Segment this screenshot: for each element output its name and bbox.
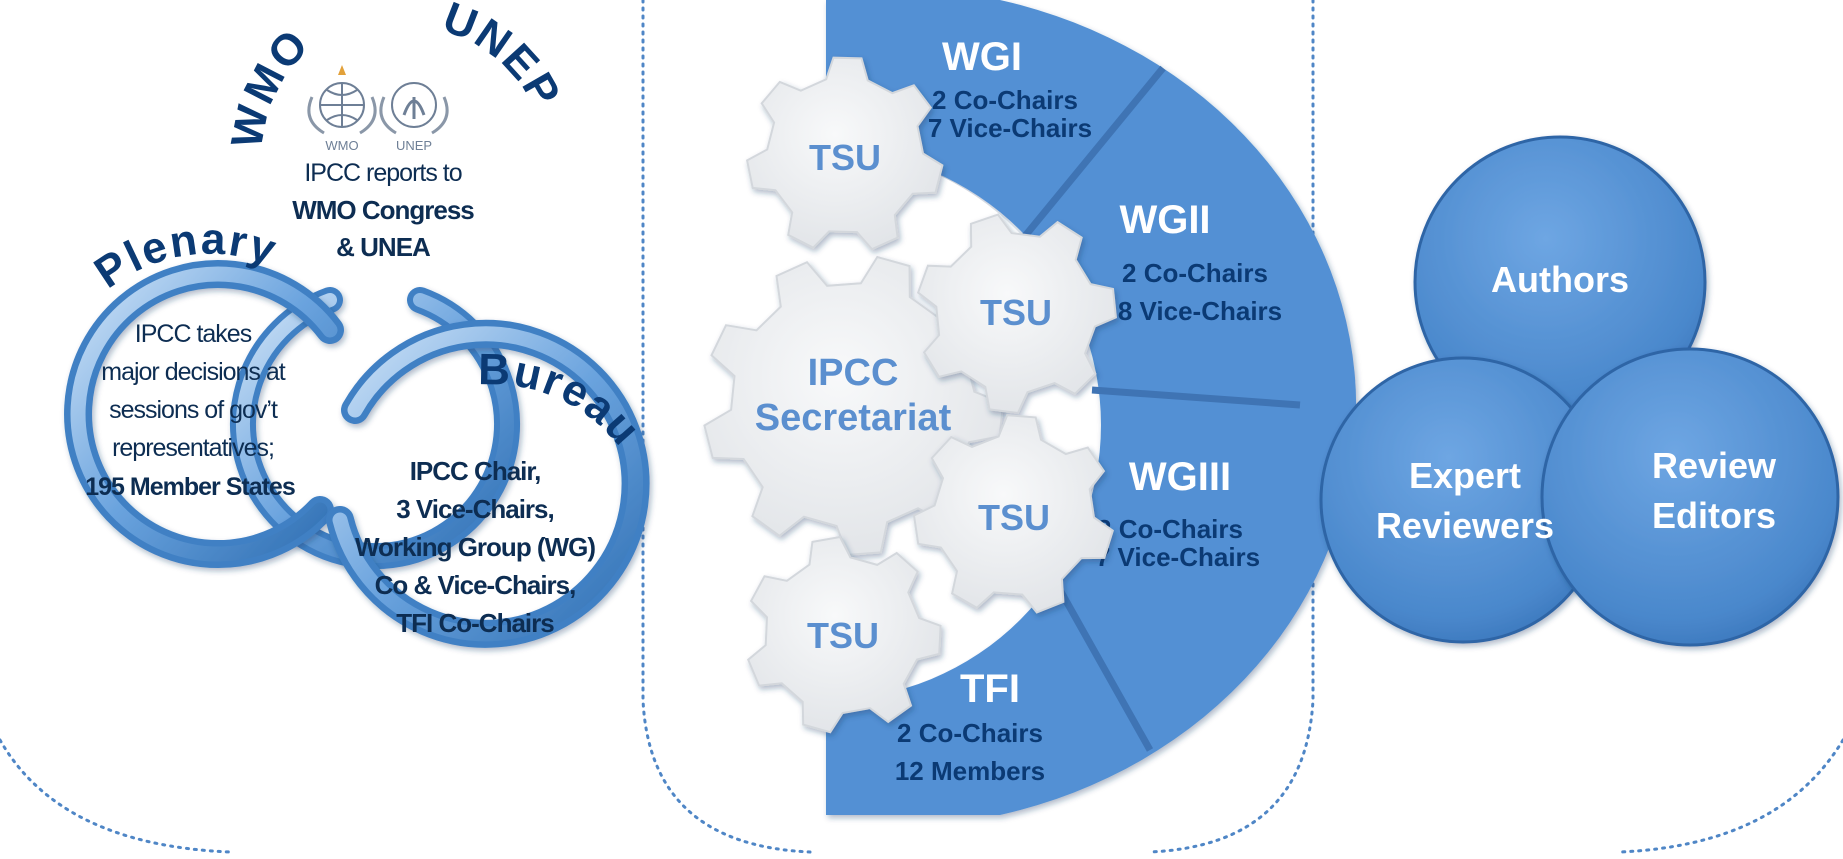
review-editors-circle [1540, 347, 1840, 647]
wg3-title: WGIII [1129, 455, 1231, 499]
band-dividers [1022, 65, 1301, 752]
review-line-2: Editors [1652, 495, 1776, 536]
wg2-title: WGII [1119, 198, 1210, 242]
wg2-line-1: 2 Co-Chairs [1122, 258, 1268, 288]
plenary-line-4: representatives; [112, 434, 274, 462]
gears-group [703, 56, 1117, 734]
wmo-logo-icon: WMO [307, 65, 377, 153]
right-panel-border [1618, 738, 1843, 854]
tsu-wg3-gear [912, 414, 1114, 614]
center-panel-border [641, 0, 1315, 854]
wg1-title: WGI [942, 35, 1022, 79]
unep-ring-label: UNEP [437, 0, 571, 116]
unep-logo-caption: UNEP [396, 138, 432, 153]
wmo-unep-ring [230, 287, 520, 570]
review-line-1: Review [1652, 445, 1777, 486]
bureau-ring [326, 319, 650, 648]
plenary-ring [64, 260, 344, 569]
plenary-line-1: IPCC takes [135, 320, 252, 348]
wg3-line-2: 7 Vice-Chairs [1096, 542, 1260, 572]
bureau-line-5: TFI Co-Chairs [396, 608, 554, 638]
bureau-line-1: IPCC Chair, [410, 456, 541, 486]
tsu-tfi-label: TSU [807, 615, 879, 656]
reports-line-2: WMO Congress [292, 195, 474, 225]
working-groups-band [826, 0, 1357, 815]
bureau-line-3: Working Group (WG) [355, 532, 595, 562]
tfi-line-1: 2 Co-Chairs [897, 718, 1043, 748]
tsu-wg2-label: TSU [980, 292, 1052, 333]
plenary-line-2: major decisions at [101, 358, 286, 386]
wg3-line-1: 2 Co-Chairs [1097, 514, 1243, 544]
plenary-line-3: sessions of gov’t [109, 396, 278, 424]
tsu-wg2-gear [916, 213, 1117, 415]
reports-line-1: IPCC reports to [304, 159, 461, 187]
tfi-title: TFI [960, 667, 1020, 711]
expert-line-2: Reviewers [1376, 505, 1554, 546]
secretariat-line-1: IPCC [808, 352, 899, 394]
plenary-line-5: 195 Member States [85, 473, 295, 501]
tfi-line-2: 12 Members [895, 756, 1045, 786]
secretariat-line-2: Secretariat [755, 397, 952, 439]
wg1-line-1: 2 Co-Chairs [932, 85, 1078, 115]
wg1-line-2: 7 Vice-Chairs [928, 113, 1092, 143]
expert-line-1: Expert [1409, 455, 1521, 496]
wmo-ring-label: WMO [222, 19, 319, 151]
tsu-tfi-gear [746, 535, 942, 734]
authors-label: Authors [1491, 259, 1629, 300]
bureau-line-4: Co & Vice-Chairs, [375, 570, 576, 600]
unep-logo-icon: UNEP [379, 82, 449, 153]
wmo-logo-caption: WMO [325, 138, 358, 153]
bureau-line-2: 3 Vice-Chairs, [396, 494, 554, 524]
tsu-wg3-label: TSU [978, 497, 1050, 538]
tsu-wg1-label: TSU [809, 137, 881, 178]
wg2-line-2: 8 Vice-Chairs [1118, 296, 1282, 326]
reports-line-3: & UNEA [336, 232, 431, 262]
tsu-wg1-gear [745, 56, 944, 251]
left-panel-border [0, 738, 232, 854]
